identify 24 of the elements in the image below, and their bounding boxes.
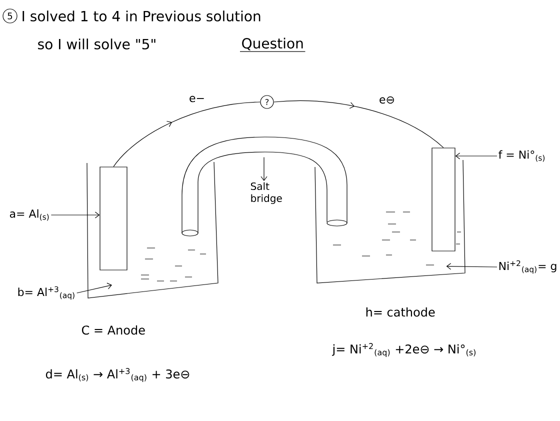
electrode [100,166,128,270]
leader-arrow [446,263,498,270]
heading-text: so I will solve "5" [38,38,156,50]
u-tube [182,136,348,236]
electrode [432,148,456,252]
heading-text: I solved 1 to 4 in Previous solution [22,10,260,22]
callout-label: Ni$^{+2}$$_{(aq)}$= g [499,260,556,274]
underlined-word: Question [240,38,306,52]
liquid-marks [332,212,462,266]
equation: d= Al$_{(s)}$ → Al$^{+3}$$_{(aq)}$ + 3e⊖ [46,368,190,382]
note-text: h= cathode [366,307,435,317]
note-text: C = Anode [82,325,145,335]
callout-label: a= Al$_{(s)}$ [10,209,49,221]
leader-arrow [50,212,100,218]
wire [274,100,444,148]
callout-label: f = Ni°$_{(s)}$ [498,150,545,162]
leader-arrow [260,157,268,181]
wire [113,102,260,167]
leader-arrow [455,152,498,160]
circled-number: 5 [2,8,18,24]
leader-arrow [76,282,112,294]
edge-label: e⊖ [378,95,396,105]
equation: j= Ni$^{+2}$$_{(aq)}$ +2e⊖ → Ni°$_{(s)}$ [332,343,476,357]
edge-label: e− [188,94,206,104]
